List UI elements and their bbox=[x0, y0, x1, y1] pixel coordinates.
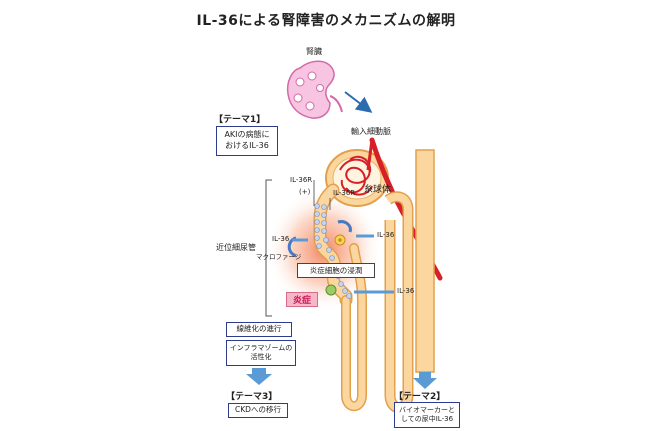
il36r-inner-label: IL-36R bbox=[333, 189, 356, 197]
kidney-icon bbox=[286, 60, 343, 119]
receptor-icon bbox=[337, 220, 352, 233]
inflammasome-icon bbox=[325, 284, 337, 296]
proximal-tubule-bracket bbox=[265, 179, 272, 317]
inflammatory-cells-box: 炎症細胞の浸潤 bbox=[297, 263, 375, 278]
kidney-label: 腎臓 bbox=[306, 47, 322, 56]
il36r-label: IL-36R bbox=[290, 176, 313, 184]
il36-arrows bbox=[292, 234, 394, 294]
theme2-box: バイオマーカーと しての尿中IL-36 bbox=[394, 402, 460, 428]
inflammation-badge: 炎症 bbox=[286, 292, 318, 307]
theme-down-arrows bbox=[246, 368, 437, 389]
zoom-arrow bbox=[344, 91, 373, 113]
il36-lower-label: IL-36 bbox=[397, 287, 415, 295]
page-title: IL-36による腎障害のメカニズムの解明 bbox=[196, 13, 456, 29]
fibrosis-box: 線維化の進行 bbox=[226, 322, 292, 337]
il36-left-label: IL-36 bbox=[272, 235, 290, 243]
inflammasome-box: インフラマゾームの 活性化 bbox=[226, 340, 296, 366]
theme1-line1: AKIの病態に bbox=[224, 130, 270, 140]
arteriole-branch bbox=[366, 139, 374, 171]
glomerulus-label: 糸球体 bbox=[364, 185, 392, 195]
theme1-heading: 【テーマ1】 bbox=[214, 115, 266, 125]
theme3-heading: 【テーマ3】 bbox=[226, 392, 278, 402]
theme2-line1: バイオマーカーと bbox=[399, 405, 455, 414]
theme1-line2: おけるIL-36 bbox=[225, 141, 269, 150]
theme1-box: AKIの病態に おけるIL-36 bbox=[216, 126, 278, 156]
theme2-heading: 【テーマ2】 bbox=[394, 392, 446, 402]
theme3-box: CKDへの移行 bbox=[228, 403, 288, 418]
theme2-line2: しての尿中IL-36 bbox=[400, 415, 454, 423]
inflammasome-line1: インフラマゾームの bbox=[229, 343, 293, 352]
macrophage-label: マクロファージ bbox=[256, 253, 302, 261]
plus-label: (+) bbox=[299, 188, 311, 196]
proximal-tubule-label: 近位細尿管 bbox=[216, 243, 256, 252]
afferent-arteriole-label: 輸入細動脈 bbox=[351, 127, 391, 136]
distal-tubule-shape bbox=[384, 149, 435, 414]
glomerulus-tuft bbox=[339, 155, 373, 196]
inflammasome-line2: 活性化 bbox=[250, 353, 272, 361]
il36-right-label: IL-36 bbox=[377, 231, 395, 239]
